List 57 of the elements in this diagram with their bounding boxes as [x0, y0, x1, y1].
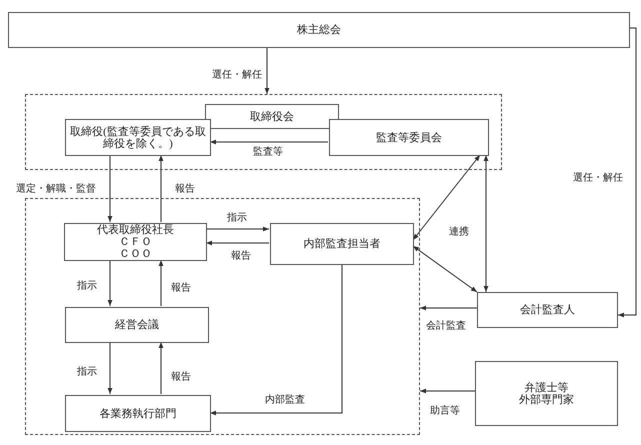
- org-box: [205, 104, 339, 129]
- connector-arrow: [420, 306, 478, 310]
- node-text: 外部専門家: [519, 394, 574, 406]
- edge-label: 選定・解職・監督: [16, 184, 96, 194]
- connector-arrow: [210, 264, 342, 416]
- node-text: 監査等委員会: [376, 132, 442, 144]
- org-box: [64, 223, 207, 261]
- edge-label: 選任・解任: [212, 70, 262, 80]
- edge-label: 選任・解任: [573, 172, 623, 184]
- connector-arrow: [484, 154, 488, 292]
- edge-label: 会計監査: [426, 320, 466, 332]
- node-text: 会計監査人: [520, 304, 575, 316]
- edge-label: 内部監査: [265, 394, 305, 406]
- connector-arrow: [618, 28, 636, 318]
- org-box: [65, 119, 211, 156]
- org-box: [475, 361, 618, 426]
- node-text: ＣＯＯ: [119, 248, 152, 260]
- edge-label: 指示: [77, 280, 97, 292]
- dashed-group-frame: [25, 198, 420, 435]
- connector-arrow: [108, 154, 112, 222]
- edge-label: 指示: [77, 366, 97, 378]
- edge-label: 指示: [227, 212, 247, 224]
- connector-arrow: [108, 342, 112, 394]
- note-label: 連携: [449, 226, 469, 238]
- connector-arrow: [158, 342, 164, 394]
- edge-label: 報告: [171, 282, 191, 294]
- node-text: ＣＦＯ: [119, 236, 152, 248]
- org-box: [65, 395, 211, 432]
- node-text: 各業務執行部門: [100, 408, 176, 420]
- connector-arrow: [158, 260, 164, 306]
- org-box: [8, 12, 630, 48]
- connector-arrow: [206, 226, 270, 232]
- edge-label: 報告: [175, 184, 195, 194]
- dashed-group-frame: [25, 94, 502, 170]
- connector-arrow: [206, 240, 270, 246]
- node-text: 取締役会: [250, 110, 294, 122]
- org-box: [477, 292, 618, 328]
- org-box: [65, 307, 209, 343]
- node-text: 代表取締役社長: [97, 224, 174, 236]
- edge-label: 報告: [171, 372, 191, 382]
- org-box: [329, 119, 489, 156]
- connector-arrow: [158, 154, 164, 222]
- node-text: 取締役(監査等委員である取締役を除く。): [69, 126, 207, 150]
- node-text: 内部監査担当者: [304, 238, 380, 250]
- org-box: [270, 223, 414, 265]
- connector-arrow: [108, 260, 112, 306]
- connector-arrow: [420, 388, 476, 394]
- connector-arrow: [412, 154, 480, 240]
- edge-label: 報告: [231, 250, 251, 262]
- edge-label: 助言等: [430, 406, 460, 416]
- node-text: 株主総会: [297, 24, 341, 36]
- edge-label: 監査等: [253, 146, 283, 158]
- connector-arrow: [264, 48, 270, 94]
- connector-arrow: [210, 140, 328, 144]
- node-text: 経営会議: [115, 319, 159, 331]
- connector-arrow: [412, 246, 478, 292]
- node-text: 弁護士等: [524, 382, 568, 394]
